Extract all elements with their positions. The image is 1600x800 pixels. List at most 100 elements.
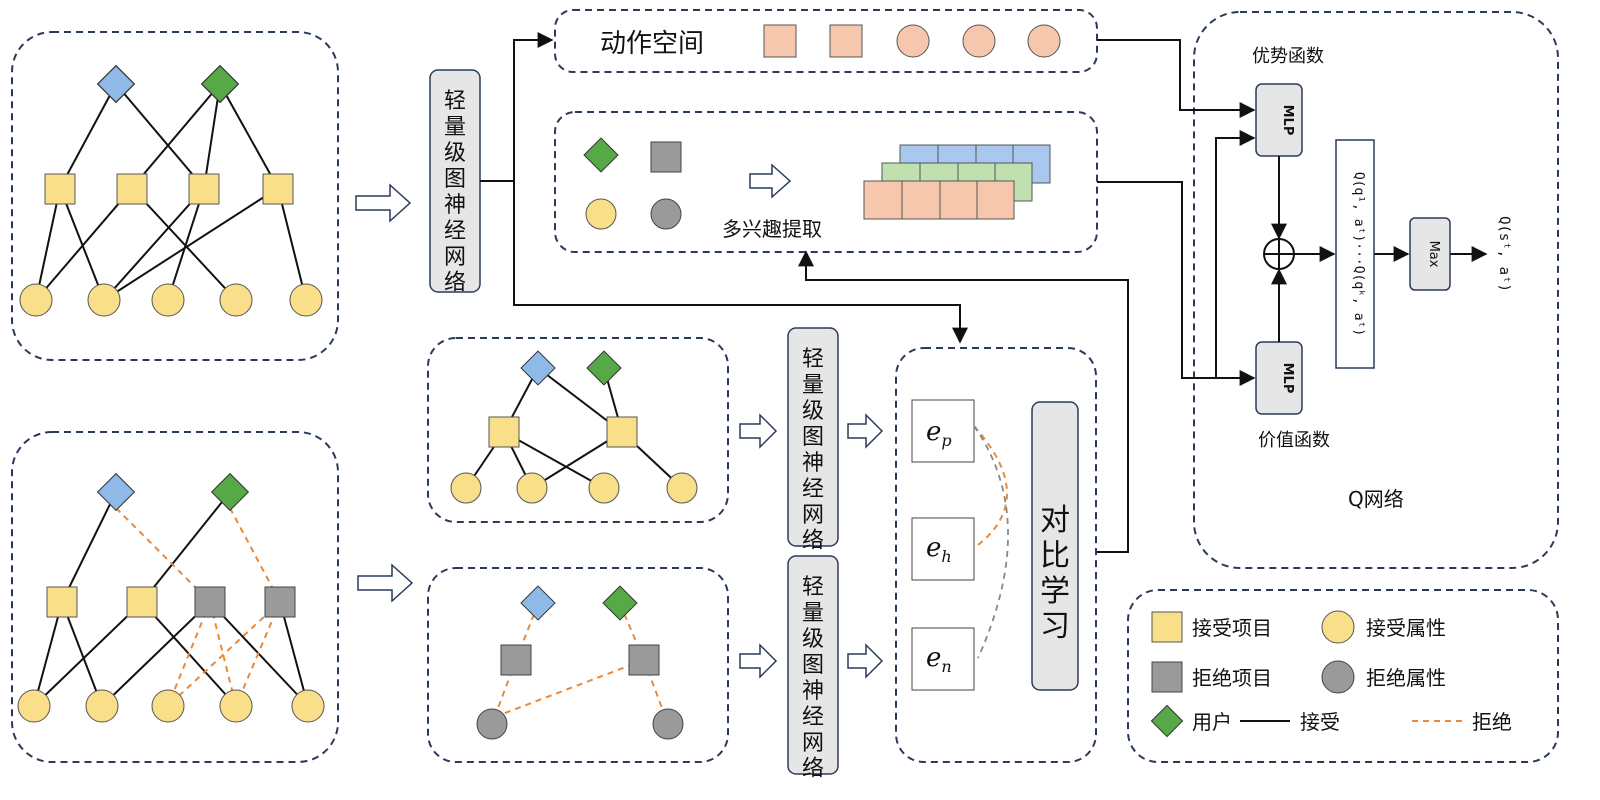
user-node [520,585,556,621]
accepted-attr-swatch [1321,610,1355,644]
mlp-value-label: MLP [1280,363,1295,394]
accepted-item-swatch [1151,611,1183,643]
lgnn-block-mid [787,327,839,547]
attr-node [289,283,323,317]
item-node [188,173,220,205]
legend-accepted-item: 接受项目 [1192,616,1272,640]
attr-node [666,472,698,504]
legend-panel [1127,589,1559,763]
ep-box [911,399,975,463]
rejected-attr-node [652,708,684,740]
multi-interest-label: 多兴趣提取 [722,217,822,241]
interest-matrices [863,144,1051,220]
sum-operator-icon [1263,238,1295,270]
user-node [200,64,240,104]
contrastive-block [1031,401,1079,691]
lgnn-label-mid: 轻量级图神经网络 [802,347,824,554]
contrastive-panel [895,347,1097,763]
rejected-item-node [194,586,226,618]
attr-node [87,283,121,317]
user-node [96,472,136,512]
negative-subgraph-panel [427,567,729,763]
attr-node [516,472,548,504]
hollow-arrow [847,413,884,449]
user-node [520,350,556,386]
contrastive-label: 对比学习 [1040,503,1070,644]
item-node [116,173,148,205]
attr-node [17,689,51,723]
hollow-arrow [355,183,412,223]
positive-subgraph-panel [427,337,729,523]
rejected-attr-node [476,708,508,740]
lgnn-label-bottom: 轻量级图神经网络 [802,575,824,782]
rejected-item-node [628,644,660,676]
action-attr [896,24,930,58]
hollow-arrow [847,643,884,679]
attr-node [219,283,253,317]
attr-node [219,689,253,723]
rejected-item-node [264,586,296,618]
lgnn-label-top: 轻量级图神经网络 [444,89,466,296]
hollow-arrow [357,563,414,603]
value-label: 价值函数 [1258,430,1330,451]
attr-node [151,283,185,317]
eh-box [911,517,975,581]
user-node [602,585,638,621]
accepted-attr-node [585,198,617,230]
item-node [262,173,294,205]
original-graph-edges [35,83,307,301]
legend-accepted-attr: 接受属性 [1366,616,1446,640]
user-node [586,350,622,386]
lgnn-block-bottom [787,555,839,775]
en-box [911,627,975,691]
q-output-label: Q(sᵗ, aᵗ) [1496,216,1512,292]
q-values-box [1335,139,1375,369]
user-node [96,64,136,104]
action-space-panel [554,9,1098,73]
max-label: Max [1426,241,1441,268]
rejected-item-node [650,141,682,173]
rejected-item-node [500,644,532,676]
mlp-advantage-label: MLP [1280,105,1295,136]
attr-node [291,689,325,723]
rejected-attr-swatch [1321,660,1355,694]
q-network-title: Q网络 [1348,487,1404,511]
max-block[interactable] [1409,217,1451,291]
q-network-panel [1193,11,1559,569]
hollow-arrow [749,163,792,199]
legend-accept: 接受 [1300,710,1340,734]
contrastive-feedback-line [798,250,1129,553]
action-attr [1027,24,1061,58]
action-item [829,24,863,58]
accepted-item-node [488,416,520,448]
legend-rejected-attr: 拒绝属性 [1366,666,1446,690]
hollow-arrow [739,643,778,679]
multi-interest-panel [554,111,1098,253]
user-node [210,472,250,512]
action-space-label: 动作空间 [600,29,704,59]
hollow-arrow [739,413,778,449]
user-node [583,137,619,173]
original-graph-panel [11,31,339,361]
action-item [763,24,797,58]
user-swatch [1150,704,1184,738]
feedback-graph-panel [11,431,339,763]
accepted-item-node [46,586,78,618]
legend-user: 用户 [1192,710,1232,734]
accepted-item-node [126,586,158,618]
item-node [44,173,76,205]
attr-node [588,472,620,504]
q-values-label: Q(q¹, aᵗ)···Q(qᵏ, aᵗ) [1351,172,1366,336]
attr-node [151,689,185,723]
legend-reject: 拒绝 [1472,710,1512,734]
action-attr [962,24,996,58]
rejected-attr-node [650,198,682,230]
accepted-item-node [606,416,638,448]
ep-label: ep [926,417,952,450]
attr-node [19,283,53,317]
attr-node [85,689,119,723]
legend-rejected-item: 拒绝项目 [1192,666,1272,690]
advantage-label: 优势函数 [1252,46,1324,67]
reject-edges [115,507,281,707]
